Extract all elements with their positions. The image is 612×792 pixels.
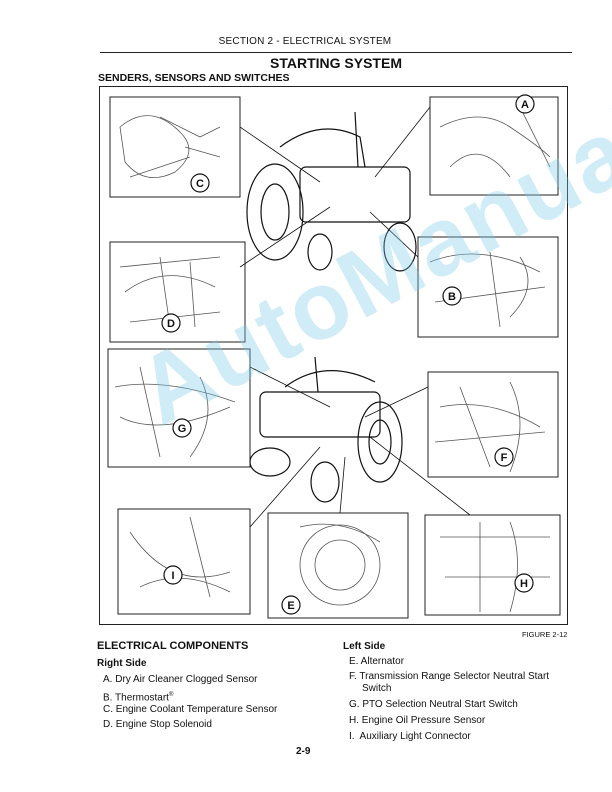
detail-panel-i xyxy=(117,508,251,615)
callout-label-c: C xyxy=(196,178,204,190)
callout-label-d: D xyxy=(167,318,175,330)
components-heading: ELECTRICAL COMPONENTS xyxy=(97,640,249,652)
right-side-heading: Right Side xyxy=(97,658,147,669)
callout-label-g: G xyxy=(178,423,187,435)
component-item: I. Auxiliary Light Connector xyxy=(349,731,471,742)
callout-label-i: I xyxy=(171,570,174,582)
component-item: E. Alternator xyxy=(349,656,405,667)
header-rule xyxy=(100,52,572,53)
component-item: D. Engine Stop Solenoid xyxy=(103,719,212,730)
callout-e xyxy=(281,595,301,615)
callout-label-f: F xyxy=(501,452,508,464)
detail-panel-h xyxy=(424,514,561,616)
left-side-heading: Left Side xyxy=(343,641,386,652)
component-item: G. PTO Selection Neutral Start Switch xyxy=(349,699,518,710)
callout-b xyxy=(442,286,462,306)
callout-c xyxy=(190,173,210,193)
component-item-continuation: Switch xyxy=(362,683,392,694)
page-subtitle: SENDERS, SENSORS AND SWITCHES xyxy=(98,72,290,84)
component-item: B. Thermostart® xyxy=(103,689,173,704)
callout-label-a: A xyxy=(521,99,529,111)
registered-mark: ® xyxy=(168,692,174,698)
page-title: STARTING SYSTEM xyxy=(270,55,402,71)
callout-label-e: E xyxy=(287,600,294,612)
callout-g xyxy=(172,418,192,438)
callout-d xyxy=(161,313,181,333)
detail-panel-b xyxy=(417,236,559,338)
detail-panel-a xyxy=(429,96,559,196)
detail-panel-d xyxy=(109,241,246,343)
component-item: C. Engine Coolant Temperature Sensor xyxy=(103,704,278,715)
component-item: H. Engine Oil Pressure Sensor xyxy=(349,715,486,726)
callout-a xyxy=(515,94,535,114)
page-number: 2-9 xyxy=(296,746,311,757)
callout-h xyxy=(514,573,534,593)
detail-panel-g xyxy=(107,348,251,468)
component-item: F. Transmission Range Selector Neutral S… xyxy=(349,671,550,682)
section-header: SECTION 2 - ELECTRICAL SYSTEM xyxy=(218,36,392,47)
callout-f xyxy=(494,447,514,467)
component-item-text: B. Thermostart xyxy=(103,692,169,704)
detail-panel-c xyxy=(109,96,241,198)
figure-drawing: A B C D E F G H I xyxy=(107,94,561,619)
component-item: A. Dry Air Cleaner Clogged Sensor xyxy=(103,674,258,685)
callout-label-b: B xyxy=(448,291,456,303)
callout-label-h: H xyxy=(520,578,528,590)
detail-panel-e xyxy=(267,512,409,619)
figure-illustration: A B C D E F G H I xyxy=(99,86,568,625)
figure-caption: FIGURE 2-12 xyxy=(522,630,568,639)
detail-panel-f xyxy=(427,371,559,478)
callout-i xyxy=(163,565,183,585)
